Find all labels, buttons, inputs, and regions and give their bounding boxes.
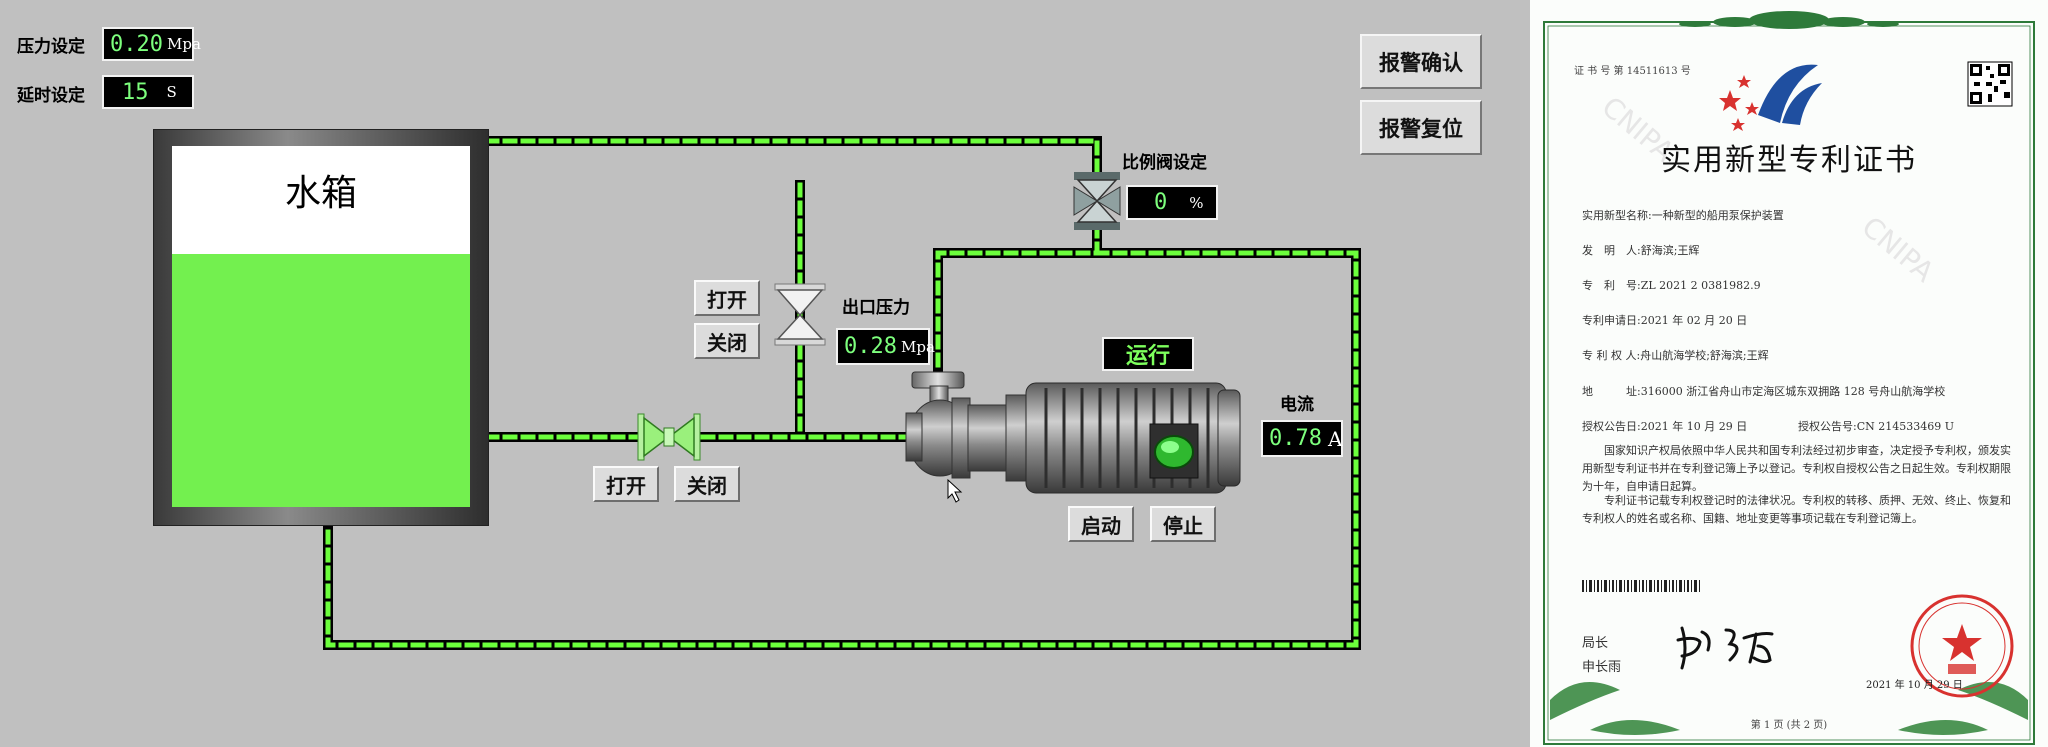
cert-grant-date-label: 授权公告日: — [1582, 420, 1641, 433]
alarm-reset-button[interactable]: 报警复位 — [1360, 100, 1482, 155]
outlet-valve-close-button[interactable]: 关闭 — [694, 323, 760, 359]
cert-address-value: 316000 浙江省舟山市定海区城东双拥路 128 号舟山航海学校 — [1640, 385, 1946, 398]
cert-inventor-label: 发 明 人: — [1582, 244, 1641, 257]
proportional-valve-unit: % — [1189, 193, 1204, 212]
cert-patentee-label: 专 利 权 人: — [1582, 349, 1641, 362]
outlet-pressure-label: 出口压力 — [842, 298, 910, 318]
current-label: 电流 — [1280, 395, 1314, 415]
patent-certificate: CNIPA CNIPA — [1530, 0, 2048, 747]
outlet-pressure-unit: Mpa — [900, 337, 935, 356]
outlet-pressure-value: 0.28 — [844, 334, 897, 359]
mouse-cursor-icon — [947, 478, 963, 503]
cert-filing-date-row: 专利申请日:2021 年 02 月 20 日 — [1582, 312, 1747, 328]
pressure-setting-label: 压力设定 — [17, 37, 85, 57]
tank-water-level — [172, 254, 470, 507]
pressure-setting-display[interactable]: 0.20 Mpa — [102, 27, 201, 61]
cert-grant-no-value: CN 214533469 U — [1856, 420, 1955, 433]
cert-address-row: 地 址:316000 浙江省舟山市定海区城东双拥路 128 号舟山航海学校 — [1582, 383, 2002, 399]
cert-director-title: 局长 — [1582, 636, 1609, 651]
cert-patent-no-row: 专 利 号:ZL 2021 2 0381982.9 — [1582, 277, 1761, 293]
watermark-2: CNIPA — [1856, 210, 1941, 289]
inlet-valve-open-button[interactable]: 打开 — [593, 466, 659, 502]
pump-status-text: 运行 — [1125, 344, 1170, 369]
tank-interior: 水箱 — [172, 146, 470, 507]
official-seal-icon — [1910, 594, 2014, 698]
pipe-network — [323, 136, 1361, 650]
cert-page-info: 第 1 页 (共 2 页) — [1750, 720, 1828, 731]
cert-director-name: 申长雨 — [1582, 660, 1622, 675]
proportional-valve-display[interactable]: 0 % — [1126, 185, 1218, 220]
certificate-border: CNIPA CNIPA — [1543, 11, 2035, 745]
cert-grant-date-row: 授权公告日:2021 年 10 月 29 日 — [1582, 418, 1747, 434]
hmi-panel: 压力设定 0.20 Mpa 延时设定 15 S 报警确认 报警复位 水箱 比例阀… — [0, 0, 1530, 747]
alarm-confirm-button[interactable]: 报警确认 — [1360, 34, 1482, 89]
outlet-valve-open-button[interactable]: 打开 — [694, 280, 760, 316]
inlet-valve-icon[interactable] — [637, 413, 701, 461]
cert-name-row: 实用新型名称:一种新型的船用泵保护装置 — [1582, 207, 1784, 223]
current-value: 0.78 — [1269, 426, 1322, 451]
cert-name-label: 实用新型名称: — [1582, 209, 1652, 222]
tank-title: 水箱 — [284, 173, 357, 214]
director-signature-icon — [1676, 626, 1774, 670]
delay-setting-unit: S — [166, 83, 177, 101]
cert-paragraph-1: 国家知识产权局依照中华人民共和国专利法经过初步审查，决定授予专利权，颁发实用新型… — [1582, 444, 2011, 493]
inlet-valve-close-button[interactable]: 关闭 — [674, 466, 740, 502]
outlet-pressure-display: 0.28 Mpa — [836, 328, 935, 365]
delay-setting-value: 15 — [122, 79, 149, 105]
cert-inventor-value: 舒海滨;王辉 — [1640, 244, 1700, 257]
cert-patentee-row: 专 利 权 人:舟山航海学校;舒海滨;王辉 — [1582, 347, 1769, 363]
cert-grant-date-value: 2021 年 10 月 29 日 — [1640, 420, 1748, 433]
delay-setting-label: 延时设定 — [17, 86, 85, 106]
cert-number: 证 书 号 第 14511613 号 — [1574, 66, 1691, 77]
cert-filing-date-value: 2021 年 02 月 20 日 — [1640, 314, 1748, 327]
delay-setting-display[interactable]: 15 S — [102, 75, 194, 109]
proportional-valve-value: 0 — [1154, 190, 1168, 215]
cert-grant-no-label: 授权公告号: — [1798, 420, 1857, 433]
barcode-icon — [1582, 580, 1700, 592]
water-tank: 水箱 — [153, 129, 489, 526]
cert-paragraph-2: 专利证书记载专利权登记时的法律状况。专利权的转移、质押、无效、终止、恢复和专利权… — [1582, 494, 2011, 525]
cert-patent-no-label: 专 利 号: — [1582, 279, 1641, 292]
cert-seal-date: 2021 年 10 月 29 日 — [1866, 680, 1963, 691]
pump-motor-icon[interactable] — [905, 371, 1241, 494]
cert-patentee-value: 舟山航海学校;舒海滨;王辉 — [1640, 349, 1769, 362]
cert-inventor-row: 发 明 人:舒海滨;王辉 — [1582, 242, 1699, 258]
current-display: 0.78 A — [1261, 420, 1343, 457]
pump-status-display: 运行 — [1102, 337, 1194, 371]
cert-name-value: 一种新型的船用泵保护装置 — [1651, 209, 1784, 222]
pressure-setting-unit: Mpa — [166, 35, 201, 53]
cert-grant-no-row: 授权公告号:CN 214533469 U — [1798, 418, 1954, 434]
pump-stop-button[interactable]: 停止 — [1150, 506, 1216, 542]
outlet-valve-icon[interactable] — [774, 283, 826, 346]
proportional-valve-label: 比例阀设定 — [1122, 153, 1207, 173]
current-unit: A — [1327, 426, 1343, 451]
cert-title: 实用新型专利证书 — [1661, 143, 1917, 178]
cnipa-logo-icon — [1719, 64, 1822, 131]
qr-code-icon — [1967, 61, 2013, 107]
cert-filing-date-label: 专利申请日: — [1582, 314, 1641, 327]
proportional-valve-icon[interactable] — [1073, 172, 1121, 230]
cert-patent-no-value: ZL 2021 2 0381982.9 — [1640, 279, 1761, 292]
pump-start-button[interactable]: 启动 — [1068, 506, 1134, 542]
cert-address-label: 地 址: — [1582, 385, 1641, 398]
pressure-setting-value: 0.20 — [110, 31, 163, 57]
